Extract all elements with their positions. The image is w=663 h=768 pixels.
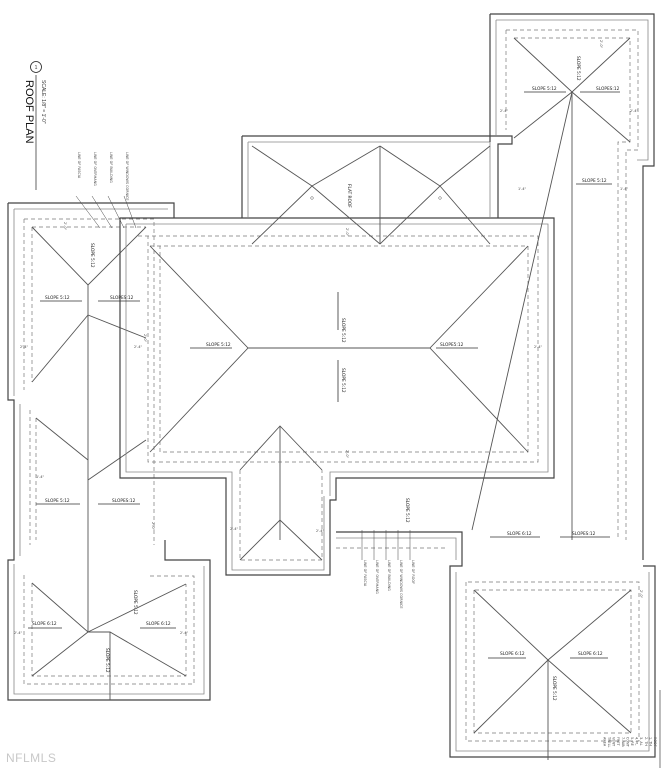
slope-label: SLOPE 5:12 — [89, 243, 95, 268]
svg-text:2'-0": 2'-0" — [143, 334, 147, 342]
title-number: 1 — [35, 65, 38, 71]
slope-labels: SLOPE 5:12 SLOPES:12 SLOPE 5:12 SLOPE 5:… — [28, 56, 620, 701]
slope-label: SLOPE 6:12 — [507, 531, 532, 537]
svg-text:2'-0": 2'-0" — [639, 590, 643, 598]
svg-text:2'-4": 2'-4" — [180, 631, 188, 635]
svg-text:2'-4": 2'-4" — [230, 527, 238, 531]
slope-label: SLOPE 6:12 — [578, 651, 603, 657]
slope-label: SLOPE 5:12 — [575, 56, 581, 81]
note-line: VENT — [612, 737, 616, 747]
note-line: 2. TH — [644, 737, 648, 746]
right-lower-wing-roof — [336, 531, 656, 760]
right-upper-wing-roof — [471, 13, 655, 560]
svg-text:2'-4": 2'-4" — [630, 109, 638, 113]
slope-label: SLOPE 5:12 — [532, 86, 557, 92]
leader-label: LINE OF OVERHANG — [93, 152, 97, 186]
note-line: TRELL — [607, 736, 611, 747]
slope-label: SLOPE 5:12 — [551, 676, 557, 701]
dimension-labels: 2'-0" 2'-0" 2'-4" 2'-4" 1'-4" 2'-0" 2'-4… — [14, 40, 643, 635]
leader-label: LINE OF WINDOWS CORNICE — [399, 560, 403, 609]
leader-line — [91, 195, 113, 229]
slope-label: SLOPE 5:12 — [340, 368, 346, 393]
note-line: 3. AL — [639, 737, 643, 746]
slope-label: SLOPE 5:12 — [45, 295, 70, 301]
svg-text:2'-0": 2'-0" — [151, 522, 155, 530]
leader-label: LINE OF OVERHANG — [375, 560, 379, 594]
title-number-circle — [30, 61, 42, 73]
svg-text:2'-4": 2'-4" — [14, 631, 22, 635]
leader-label: LINE OF FASCIA — [77, 152, 81, 179]
slope-label: SLOPE 6:12 — [32, 621, 57, 627]
main-roof — [119, 217, 555, 576]
leader-label: LINE OF ROOF — [411, 560, 415, 584]
flat-roof-label: FLAT ROOF — [346, 184, 352, 208]
note-line: 1. TH — [648, 737, 652, 746]
svg-text:2'-4": 2'-4" — [500, 109, 508, 113]
note-line: CONT — [625, 737, 629, 748]
flat-roof: FLAT ROOF — [241, 135, 513, 245]
slope-label: SLOPES:12 — [112, 498, 136, 504]
slope-label: SLOPE 5:12 — [132, 590, 138, 615]
svg-text:1'-4": 1'-4" — [620, 187, 628, 191]
note-line: FRET — [616, 737, 620, 746]
note-line: 5. RE — [630, 737, 634, 746]
note-line: 4. PL — [635, 737, 639, 745]
title-block: 1 ROOF PLAN SCALE: 1/8" = 1'-0" — [23, 61, 46, 190]
slope-label: SLOPES:12 — [110, 295, 134, 301]
slope-label: SLOPES:12 — [596, 86, 620, 92]
note-line: ROOF — [653, 737, 657, 747]
svg-text:2'-0": 2'-0" — [599, 40, 603, 48]
slope-label: SLOPE 5:12 — [45, 498, 70, 504]
leader-label: LINE OF FASCIA — [363, 560, 367, 587]
slope-label: SLOPE 5:12 — [104, 648, 110, 673]
slope-label: SLOPE5:12 — [440, 342, 464, 348]
leader-label: LINE OF WINDOWS CORNICE — [125, 152, 129, 201]
note-line: 7. WA — [621, 737, 625, 747]
note-line: AREA — [602, 737, 606, 747]
leader-line — [107, 195, 125, 229]
leader-line — [75, 195, 101, 229]
svg-text:2'-4": 2'-4" — [316, 529, 324, 533]
title-scale: SCALE: 1/8" = 1'-0" — [40, 80, 46, 124]
svg-text:1'-4": 1'-4" — [36, 475, 44, 479]
svg-text:1'-4": 1'-4" — [518, 187, 526, 191]
slope-label: SLOPE 5:12 — [582, 178, 607, 184]
leader-label: LINE OF BUILDING — [387, 560, 391, 591]
leaders-bottom: LINE OF FASCIA LINE OF OVERHANG LINE OF BU… — [361, 530, 415, 609]
title-name: ROOF PLAN — [23, 80, 35, 144]
svg-text:2'-4": 2'-4" — [134, 345, 142, 349]
slope-label: SLOPE 6:12 — [500, 651, 525, 657]
slope-label: SLOPE 5:12 — [340, 318, 346, 343]
slope-label: SLOPE 5:12 — [404, 498, 410, 523]
svg-text:2'-4": 2'-4" — [534, 345, 542, 349]
leader-label: LINE OF BUILDING — [109, 152, 113, 183]
svg-text:2'-0": 2'-0" — [345, 228, 349, 236]
left-wing-roof — [7, 202, 211, 701]
leaders-top: LINE OF FASCIA LINE OF OVERHANG LINE OF BU… — [75, 152, 137, 229]
svg-text:2'-0": 2'-0" — [63, 222, 67, 230]
slope-label: SLOPE 6:12 — [146, 621, 171, 627]
watermark: NFLMLS — [6, 751, 57, 765]
leader-line — [123, 195, 137, 229]
slope-label: SLOPES:12 — [572, 531, 596, 537]
svg-text:2'-0": 2'-0" — [345, 450, 349, 458]
slope-label: SLOPE 5:12 — [206, 342, 231, 348]
svg-text:2'-4": 2'-4" — [20, 345, 28, 349]
